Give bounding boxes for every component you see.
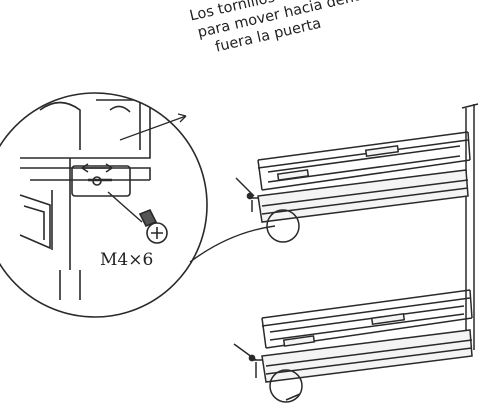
- screw-size-label: M4×6: [100, 250, 153, 270]
- pointer-arrow: [119, 113, 187, 141]
- pullout-basket-unit: [233, 103, 479, 403]
- detail-zoom-circle: [0, 92, 276, 318]
